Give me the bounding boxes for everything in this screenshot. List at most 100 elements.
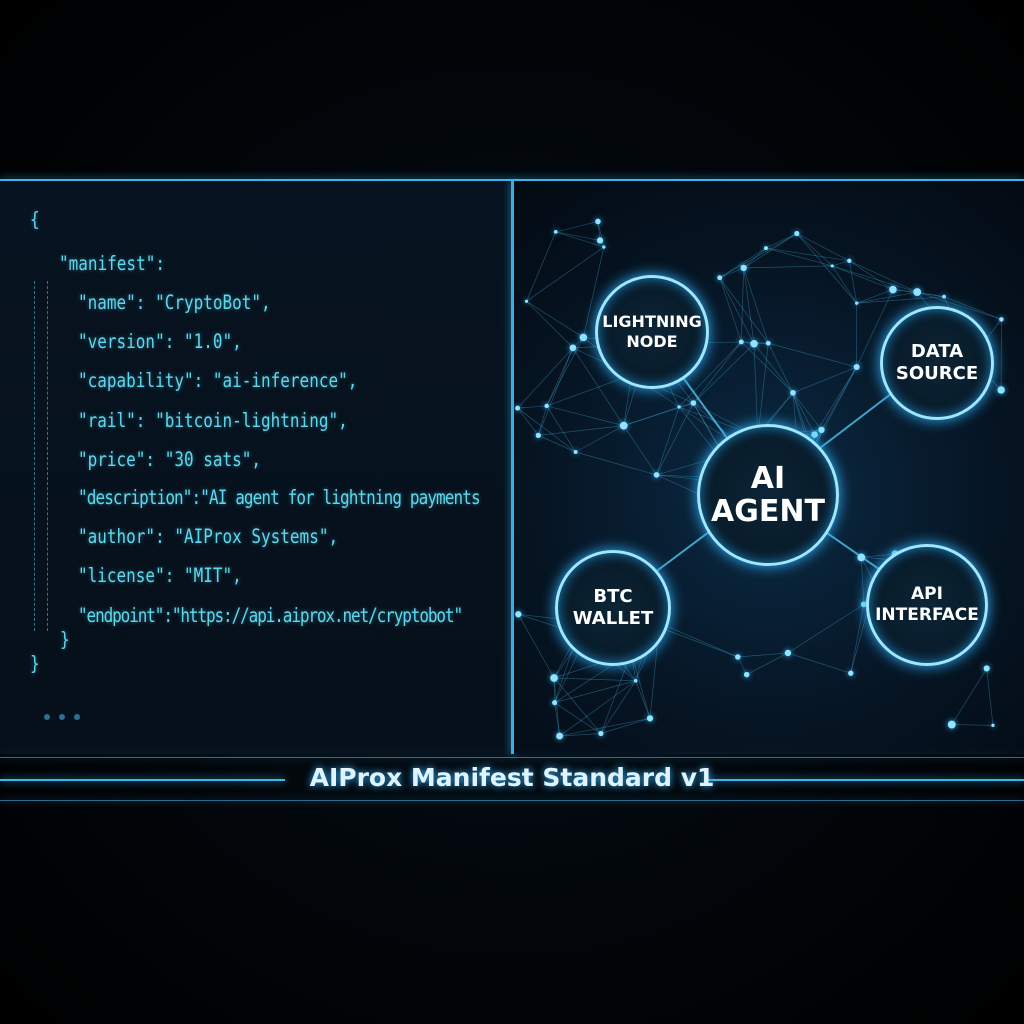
network-link (765, 247, 833, 267)
network-link (546, 337, 584, 407)
network-link (623, 402, 694, 426)
network-link (821, 366, 857, 431)
ellipsis-dots-icon (44, 714, 80, 720)
network-link (796, 233, 850, 262)
code-line: "license": "MIT", (78, 564, 242, 587)
code-line: "price": "30 sats", (78, 448, 262, 471)
network-dot (847, 258, 852, 263)
network-link (630, 652, 651, 719)
network-link (753, 343, 794, 394)
code-line: } (60, 628, 70, 651)
network-link (743, 233, 798, 269)
network-link (546, 405, 576, 453)
network-dot (942, 294, 946, 299)
network-dot (602, 245, 606, 249)
code-line: "name": "CryptoBot", (78, 291, 271, 314)
network-link (849, 260, 894, 290)
network-link (856, 289, 894, 304)
code-panel (0, 181, 511, 754)
network-link (740, 267, 745, 342)
network-dot (999, 317, 1004, 322)
network-dot (857, 553, 866, 562)
network-link (743, 267, 755, 344)
network-dot (579, 333, 588, 342)
network-dot (544, 403, 549, 409)
network-link (719, 233, 797, 279)
network-link (575, 451, 657, 476)
network-link (743, 265, 833, 269)
network-link (796, 233, 857, 304)
network-link (555, 231, 601, 241)
network-dot (889, 285, 897, 294)
network-link (517, 347, 574, 409)
network-dot (735, 654, 741, 660)
network-link (849, 260, 918, 293)
network-link (765, 233, 797, 249)
network-dot (818, 426, 825, 434)
code-line: "manifest": (59, 252, 165, 275)
network-dot (765, 340, 771, 346)
code-line: { (30, 208, 40, 231)
code-line: "rail": "bitcoin-lightning", (78, 409, 348, 432)
network-link (600, 718, 651, 734)
network-link (719, 277, 755, 344)
network-link (658, 626, 738, 658)
network-link (546, 347, 574, 407)
network-link (719, 267, 744, 279)
network-dot (619, 421, 628, 430)
panel-divider (511, 181, 514, 754)
network-dot (717, 275, 723, 281)
network-dot (556, 732, 564, 740)
network-link (943, 296, 1002, 320)
footer-bar (0, 754, 1024, 804)
network-dot (535, 432, 541, 439)
network-link (600, 680, 637, 734)
network-dot (853, 364, 860, 371)
indent-guide (47, 281, 49, 631)
network-link (678, 341, 742, 408)
network-link (951, 668, 987, 725)
network-link (554, 702, 602, 734)
network-dot (677, 405, 681, 409)
top-divider (0, 179, 1024, 181)
network-link (850, 604, 865, 674)
network-link (693, 341, 742, 404)
network-link (553, 678, 555, 703)
network-link (623, 425, 657, 476)
code-line: "author": "AIProx Systems", (78, 525, 339, 548)
network-link (792, 392, 822, 431)
network-link (892, 289, 918, 293)
network-link (537, 347, 574, 436)
network-link (656, 406, 680, 476)
network-dot (913, 288, 922, 296)
network-dot (515, 405, 521, 411)
network-link (555, 221, 599, 233)
network-link (743, 247, 767, 269)
network-link (555, 231, 604, 248)
network-dot (860, 601, 867, 608)
network-dot (569, 344, 577, 352)
network-link (600, 652, 632, 734)
network-link (796, 233, 833, 267)
network-link (656, 402, 694, 476)
network-dot (991, 723, 995, 728)
network-link (559, 680, 636, 737)
network-link (860, 557, 865, 605)
network-link (856, 296, 945, 304)
network-dot (855, 301, 859, 305)
network-dot (947, 720, 956, 729)
network-dot (983, 665, 990, 672)
network-link (518, 614, 555, 679)
network-link (538, 425, 624, 436)
network-link (572, 347, 625, 426)
network-dot (740, 264, 747, 272)
code-line: "description":"AI agent for lightning pa… (78, 486, 481, 509)
network-link (917, 291, 1002, 320)
network-link (768, 342, 857, 368)
network-link (719, 277, 769, 344)
